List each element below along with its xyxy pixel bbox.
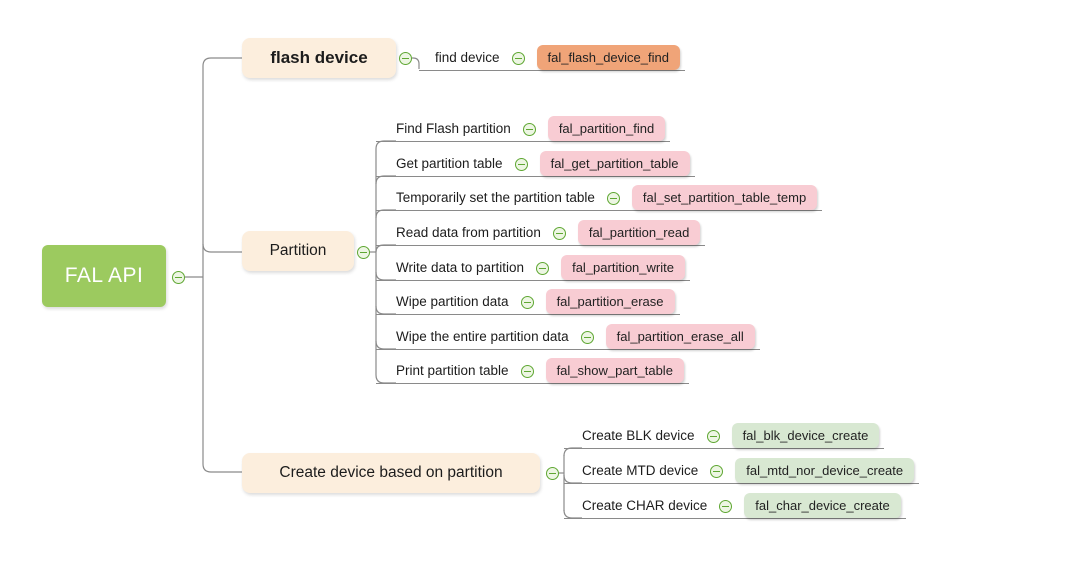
collapse-icon[interactable] (719, 500, 733, 513)
collapse-icon[interactable] (520, 296, 534, 309)
api-node-fal-partition-erase-all[interactable]: fal_partition_erase_all (605, 324, 755, 349)
branch-label: Create device based on partition (279, 464, 503, 481)
child-label[interactable]: Wipe partition data (396, 294, 509, 309)
root-node-fal-api[interactable]: FAL API (42, 245, 166, 307)
api-node-fal-char-device-create[interactable]: fal_char_device_create (744, 493, 901, 518)
branch-node-partition[interactable]: Partition (242, 231, 354, 271)
api-node-fal-partition-find[interactable]: fal_partition_find (547, 116, 666, 141)
child-label[interactable]: Create BLK device (582, 428, 695, 443)
collapse-icon[interactable] (522, 123, 536, 136)
child-label[interactable]: Temporarily set the partition table (396, 190, 595, 205)
child-label[interactable]: Print partition table (396, 363, 509, 378)
child-label[interactable]: Create CHAR device (582, 498, 708, 513)
child-label[interactable]: Find Flash partition (396, 121, 511, 136)
child-label[interactable]: Wipe the entire partition data (396, 329, 569, 344)
child-label[interactable]: Write data to partition (396, 260, 525, 275)
branch-label: flash device (270, 48, 368, 67)
api-node-fal-partition-write[interactable]: fal_partition_write (561, 255, 685, 280)
collapse-icon[interactable] (520, 365, 534, 378)
api-node-fal-blk-device-create[interactable]: fal_blk_device_create (731, 423, 880, 448)
collapse-icon[interactable] (536, 262, 550, 275)
collapse-icon[interactable] (710, 465, 724, 478)
collapse-icon[interactable] (706, 430, 720, 443)
child-row-find-flash-partition: Find Flash partition fal_partition_find (376, 114, 671, 142)
collapse-icon[interactable] (580, 331, 594, 344)
child-row-wipe-partition-data: Wipe partition data fal_partition_erase (376, 287, 680, 315)
child-label[interactable]: Create MTD device (582, 463, 699, 478)
api-node-fal-show-part-table[interactable]: fal_show_part_table (545, 358, 684, 383)
branch-node-create-device-based-on-partition[interactable]: Create device based on partition (242, 453, 540, 493)
collapse-icon[interactable] (511, 52, 525, 65)
collapse-icon[interactable] (552, 227, 566, 240)
root-label: FAL API (64, 264, 144, 287)
child-row-wipe-entire-partition-data: Wipe the entire partition data fal_parti… (376, 322, 760, 350)
api-node-fal-partition-read[interactable]: fal_partition_read (577, 220, 701, 245)
collapse-icon-create-device[interactable] (546, 467, 559, 480)
child-row-get-partition-table: Get partition table fal_get_partition_ta… (376, 149, 695, 177)
branch-label: Partition (269, 242, 327, 259)
child-row-create-blk-device: Create BLK device fal_blk_device_create (564, 421, 885, 449)
child-row-create-char-device: Create CHAR device fal_char_device_creat… (564, 491, 906, 519)
child-label[interactable]: Read data from partition (396, 225, 541, 240)
child-row-find-device: find device fal_flash_device_find (419, 43, 685, 71)
api-node-fal-mtd-nor-device-create[interactable]: fal_mtd_nor_device_create (735, 458, 915, 483)
api-node-fal-partition-erase[interactable]: fal_partition_erase (545, 289, 675, 314)
child-row-print-partition-table: Print partition table fal_show_part_tabl… (376, 356, 689, 384)
api-node-fal-flash-device-find[interactable]: fal_flash_device_find (536, 45, 680, 70)
collapse-icon-partition[interactable] (357, 246, 370, 259)
child-label[interactable]: Get partition table (396, 156, 503, 171)
child-row-read-data-from-partition: Read data from partition fal_partition_r… (376, 218, 706, 246)
collapse-icon[interactable] (606, 192, 620, 205)
branch-node-flash-device[interactable]: flash device (242, 38, 396, 78)
child-label-find-device[interactable]: find device (435, 50, 500, 65)
child-row-set-partition-table-temp: Temporarily set the partition table fal_… (376, 183, 823, 211)
child-row-write-data-to-partition: Write data to partition fal_partition_wr… (376, 253, 690, 281)
collapse-icon-flash-device[interactable] (399, 52, 412, 65)
api-node-fal-set-partition-table-temp[interactable]: fal_set_partition_table_temp (631, 185, 818, 210)
collapse-icon[interactable] (514, 158, 528, 171)
collapse-icon-root[interactable] (172, 271, 185, 284)
child-row-create-mtd-device: Create MTD device fal_mtd_nor_device_cre… (564, 456, 920, 484)
api-node-fal-get-partition-table[interactable]: fal_get_partition_table (539, 151, 690, 176)
